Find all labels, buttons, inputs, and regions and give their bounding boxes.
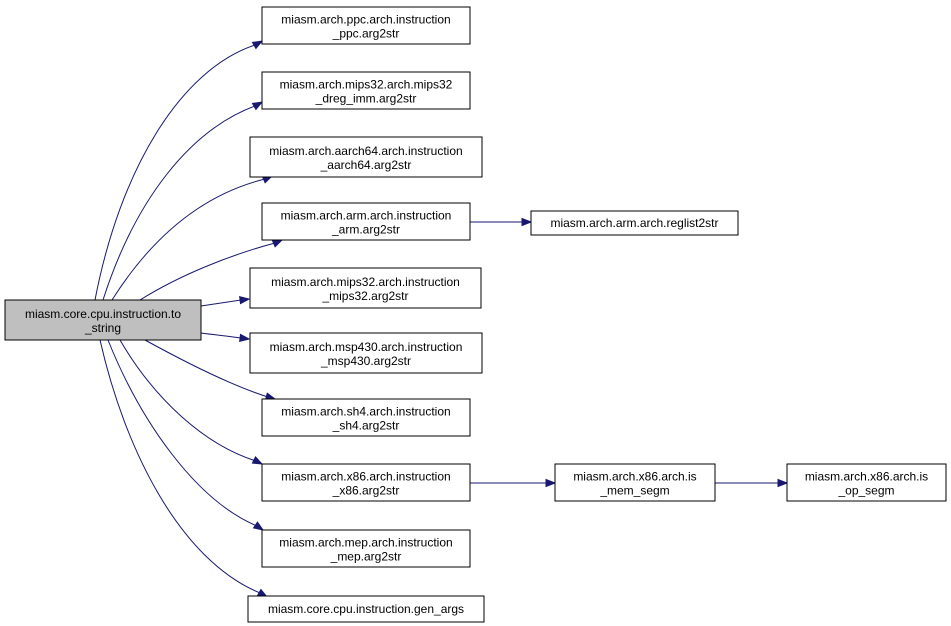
node-box[interactable]: [261, 6, 471, 45]
node-genargs[interactable]: miasm.core.cpu.instruction.gen_args: [247, 595, 485, 623]
node-label-line2: _aarch64.arg2str: [320, 158, 412, 172]
node-label-line1: miasm.arch.msp430.arch.instruction: [270, 340, 463, 354]
edge-root-to-mips32: [200, 295, 251, 307]
node-label-line1: miasm.arch.mep.arch.instruction: [279, 536, 452, 550]
arrowhead-icon: [239, 295, 251, 305]
edge-line: [111, 178, 266, 301]
node-label-line1: miasm.arch.arm.arch.instruction: [281, 209, 452, 223]
node-label-line2: _sh4.arg2str: [332, 419, 400, 433]
edge-line: [94, 44, 256, 301]
node-box[interactable]: [247, 595, 485, 623]
edge-root-to-aarch64: [111, 175, 274, 301]
node-msp430[interactable]: miasm.arch.msp430.arch.instruction_msp43…: [249, 332, 483, 374]
node-box[interactable]: [261, 71, 471, 110]
edge-root-to-ppc: [94, 40, 264, 301]
edge-line: [144, 339, 269, 398]
node-box[interactable]: [261, 202, 471, 241]
node-box[interactable]: [261, 529, 471, 568]
node-label-line2: _arm.arg2str: [331, 223, 400, 237]
edge-memsegm-to-opsegm: [715, 478, 789, 488]
node-aarch64[interactable]: miasm.arch.aarch64.arch.instruction_aarc…: [249, 136, 483, 178]
edge-line: [102, 105, 256, 301]
edge-root-to-mep: [107, 339, 265, 531]
edge-line: [200, 299, 242, 307]
node-sh4[interactable]: miasm.arch.sh4.arch.instruction_sh4.arg2…: [261, 398, 471, 437]
edge-root-to-msp430: [200, 332, 251, 343]
node-arm[interactable]: miasm.arch.arm.arch.instruction_arm.arg2…: [261, 202, 471, 241]
node-label-line1: miasm.core.cpu.instruction.to: [25, 307, 181, 321]
arrowhead-icon: [545, 478, 557, 488]
node-label-line1: miasm.arch.x86.arch.instruction: [281, 470, 450, 484]
edge-root-to-x86: [119, 339, 264, 465]
node-box[interactable]: [249, 267, 482, 309]
arrowhead-icon: [777, 478, 789, 488]
node-label-line1: miasm.arch.x86.arch.is: [573, 470, 696, 484]
node-mep[interactable]: miasm.arch.mep.arch.instruction_mep.arg2…: [261, 529, 471, 568]
node-label-line2: _mem_segm: [599, 484, 669, 498]
node-opsegm[interactable]: miasm.arch.x86.arch.is_op_segm: [786, 463, 947, 502]
arrowhead-icon: [521, 217, 533, 227]
node-label-line2: _msp430.arg2str: [320, 354, 411, 368]
node-mips32[interactable]: miasm.arch.mips32.arch.instruction_mips3…: [249, 267, 482, 309]
node-label-line2: _dreg_imm.arg2str: [315, 92, 417, 106]
node-box[interactable]: [261, 463, 471, 502]
edge-line: [119, 339, 257, 462]
edge-line: [99, 339, 261, 594]
node-root[interactable]: miasm.core.cpu.instruction.to_string: [4, 299, 202, 341]
arrowhead-icon: [239, 333, 251, 343]
node-box[interactable]: [4, 299, 202, 341]
edge-line: [200, 332, 242, 339]
nodes-layer: miasm.core.cpu.instruction.to_stringmias…: [4, 6, 947, 623]
edge-line: [107, 339, 258, 527]
node-label-line2: _ppc.arg2str: [332, 27, 400, 41]
node-label-line2: _string: [84, 321, 121, 335]
node-box[interactable]: [249, 332, 483, 374]
node-label-line2: _op_segm: [837, 484, 894, 498]
arrowhead-icon: [251, 455, 264, 465]
arrowhead-icon: [251, 101, 264, 111]
node-label-line1: miasm.arch.ppc.arch.instruction: [281, 13, 450, 27]
node-memsegm[interactable]: miasm.arch.x86.arch.is_mem_segm: [554, 463, 716, 502]
node-mips_dreg[interactable]: miasm.arch.mips32.arch.mips32_dreg_imm.a…: [261, 71, 471, 110]
node-box[interactable]: [786, 463, 947, 502]
node-label-line1: miasm.arch.arm.arch.reglist2str: [550, 216, 718, 230]
node-reglist[interactable]: miasm.arch.arm.arch.reglist2str: [530, 210, 739, 236]
node-label-line1: miasm.arch.x86.arch.is: [805, 470, 928, 484]
node-label-line1: miasm.core.cpu.instruction.gen_args: [268, 602, 464, 616]
arrowhead-icon: [251, 40, 264, 50]
edge-line: [139, 242, 276, 301]
node-label-line1: miasm.arch.mips32.arch.mips32: [280, 78, 453, 92]
node-label-line2: _mep.arg2str: [330, 550, 402, 564]
arrowhead-icon: [271, 239, 284, 248]
node-label-line2: _x86.arg2str: [332, 484, 400, 498]
edge-x86-to-memsegm: [470, 478, 557, 488]
edge-root-to-mips_dreg: [102, 101, 264, 301]
node-label-line1: miasm.arch.aarch64.arch.instruction: [269, 144, 462, 158]
node-box[interactable]: [554, 463, 716, 502]
node-box[interactable]: [530, 210, 739, 236]
node-box[interactable]: [249, 136, 483, 178]
node-label-line1: miasm.arch.sh4.arch.instruction: [281, 405, 450, 419]
node-x86[interactable]: miasm.arch.x86.arch.instruction_x86.arg2…: [261, 463, 471, 502]
node-label-line2: _mips32.arg2str: [321, 289, 408, 303]
node-label-line1: miasm.arch.mips32.arch.instruction: [271, 275, 460, 289]
arrowhead-icon: [252, 521, 265, 531]
node-ppc[interactable]: miasm.arch.ppc.arch.instruction_ppc.arg2…: [261, 6, 471, 45]
edge-arm-to-reglist: [470, 217, 533, 227]
node-box[interactable]: [261, 398, 471, 437]
